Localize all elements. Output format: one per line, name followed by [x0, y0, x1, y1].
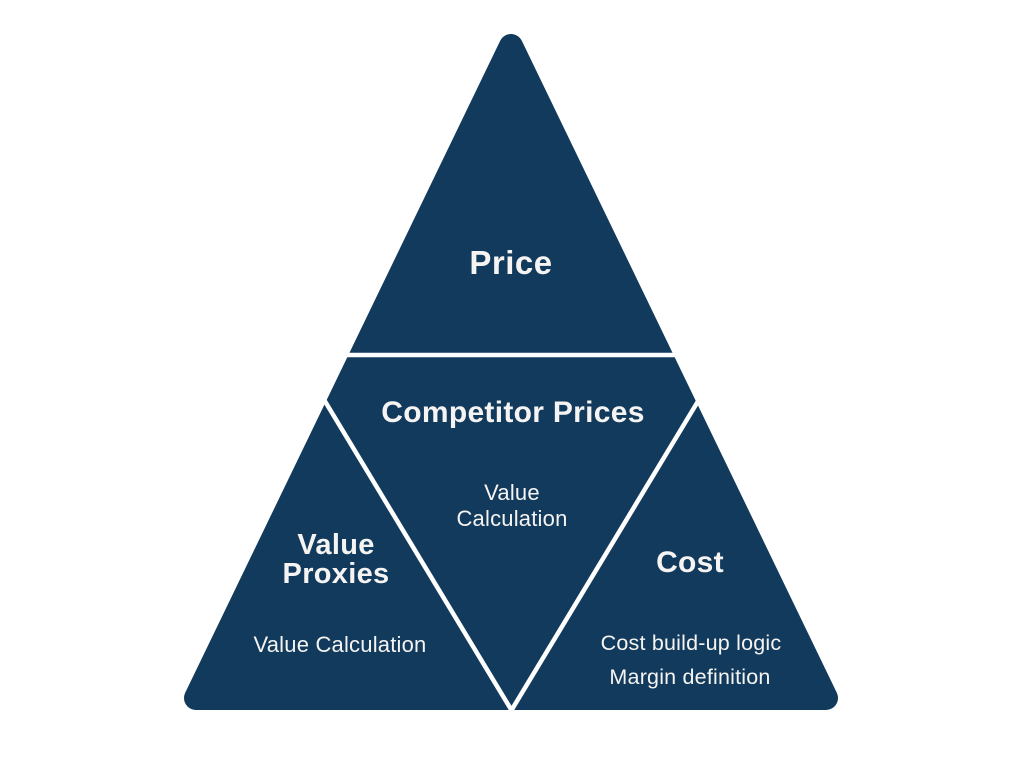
value-proxies-subtitle: Value Calculation: [254, 632, 427, 657]
price-section-title: Price: [469, 244, 552, 281]
cost-subtitle-line2: Margin definition: [609, 665, 770, 689]
divider-right-diagonal: [506, 391, 705, 718]
divider-left-diagonal: [318, 391, 517, 718]
competitor-prices-title: Competitor Prices: [381, 396, 645, 429]
competitor-prices-subtitle-line1: Value: [484, 480, 540, 505]
value-proxies-title-line1: Value: [297, 529, 374, 561]
competitor-prices-subtitle-line2: Calculation: [456, 506, 567, 531]
pyramid-shape: [184, 34, 838, 710]
cost-section-title: Cost: [656, 546, 724, 579]
cost-subtitle-line1: Cost build-up logic: [601, 631, 782, 655]
value-proxies-title-line2: Proxies: [283, 558, 390, 590]
